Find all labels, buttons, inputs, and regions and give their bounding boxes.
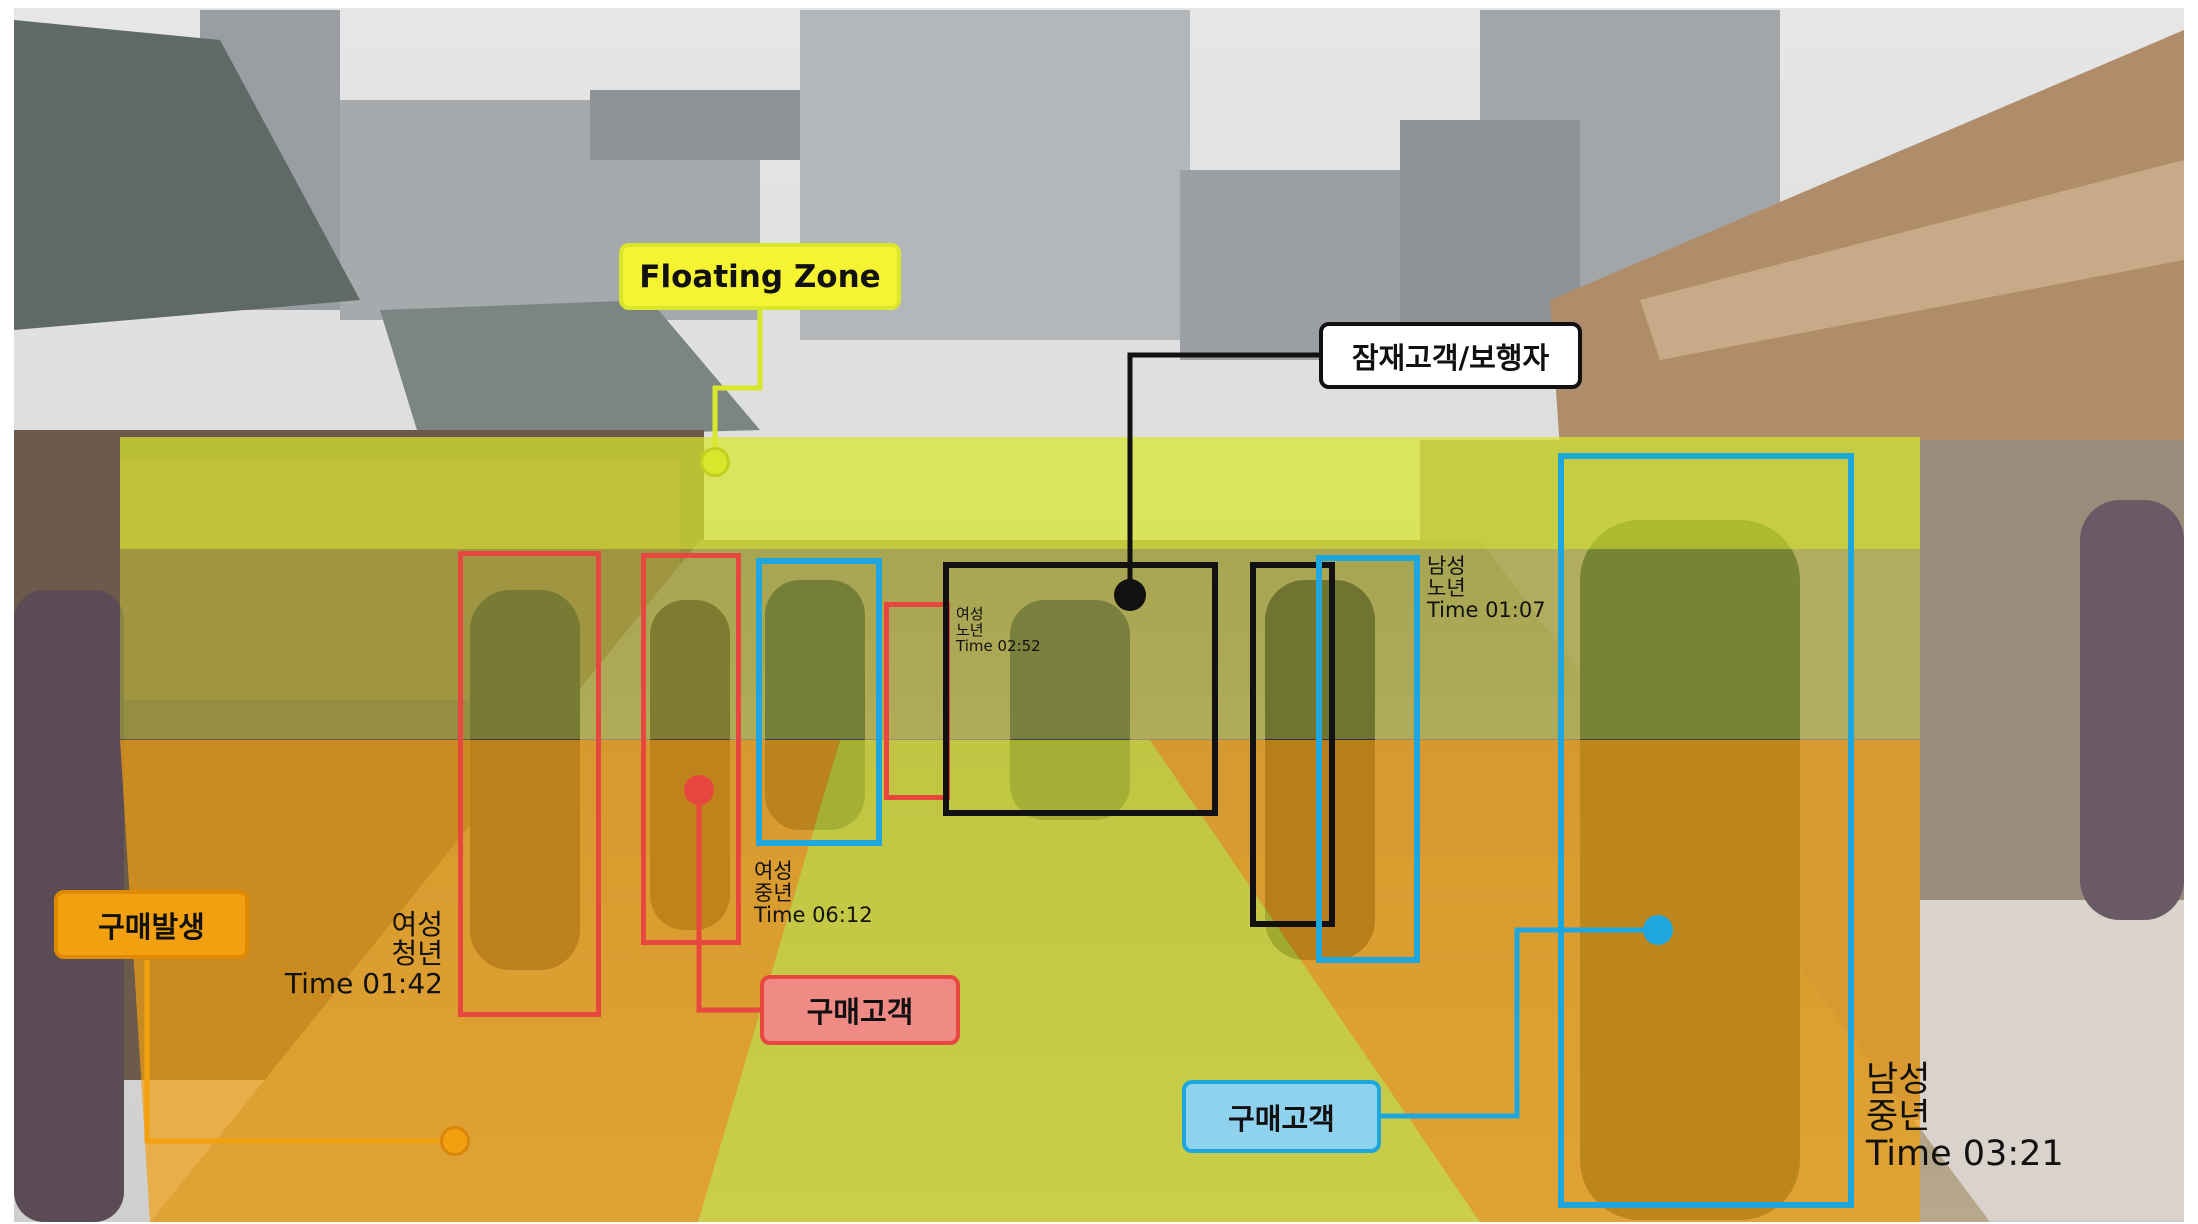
- buyer-blue-connector: [1381, 927, 1658, 1119]
- info-gender: 남성: [1427, 554, 1466, 578]
- info-man-senior: 남성 노년 Time 01:07: [1427, 555, 1546, 621]
- awning: [1640, 160, 2184, 360]
- info-age: 청년: [391, 937, 443, 971]
- detection-box-man-senior[interactable]: [1316, 555, 1420, 963]
- info-age: 중년: [1866, 1096, 1931, 1137]
- info-gender: 여성: [754, 859, 793, 883]
- buyer-blue-anchor-dot: [1643, 915, 1673, 945]
- info-time: Time 03:21: [1866, 1133, 2064, 1174]
- pedestrian-connector: [1127, 352, 1319, 595]
- kiosk-roof: [14, 20, 360, 330]
- detection-box-man-middle[interactable]: [1558, 453, 1854, 1208]
- detection-box-pedestrian-right[interactable]: [1250, 562, 1335, 927]
- info-woman-youth: 여성 청년 Time 01:42: [256, 908, 443, 1000]
- info-woman-senior: 여성 노년 Time 02:52: [956, 605, 1041, 655]
- info-man-middle: 남성 중년 Time 03:21: [1866, 1062, 2064, 1172]
- info-age: 노년: [956, 620, 984, 639]
- building: [1400, 120, 1580, 360]
- detection-box-woman-middle[interactable]: [641, 553, 741, 945]
- info-time: Time 01:07: [1427, 598, 1546, 623]
- purchase-event-connector: [144, 960, 455, 1144]
- detection-box-woman-youth[interactable]: [458, 551, 601, 1017]
- floating-zone-connector: [712, 310, 763, 462]
- building: [590, 90, 830, 160]
- stall-right-counter: [1920, 900, 2184, 1220]
- buyer-red-label[interactable]: 구매고객: [760, 975, 960, 1045]
- purchase-event-label[interactable]: 구매발생: [54, 890, 249, 959]
- info-woman-middle: 여성 중년 Time 06:12: [754, 860, 873, 926]
- person-silhouette: [2080, 500, 2184, 920]
- info-time: Time 06:12: [754, 903, 873, 928]
- info-age: 중년: [754, 881, 793, 906]
- info-gender: 여성: [956, 605, 984, 623]
- kiosk-roof: [380, 300, 760, 440]
- buyer-red-anchor-dot: [684, 775, 714, 805]
- detection-box-pedestrian-group[interactable]: [943, 562, 1218, 816]
- purchase-zone-right: [1150, 740, 1920, 1222]
- purchase-zone-left: [120, 740, 840, 1222]
- pedestrian-anchor-dot: [1114, 579, 1146, 611]
- info-gender: 여성: [391, 908, 443, 941]
- info-time: Time 02:52: [956, 636, 1041, 655]
- detection-box-blue-small[interactable]: [756, 558, 882, 846]
- purchase-event-anchor-dot: [440, 1126, 470, 1156]
- info-time: Time 01:42: [284, 966, 443, 1000]
- floating-zone-overlay-lower: [120, 549, 1920, 739]
- floating-zone-anchor-dot: [700, 447, 730, 477]
- pedestrian-label[interactable]: 잠재고객/보행자: [1319, 322, 1582, 389]
- floating-zone-label[interactable]: Floating Zone: [619, 243, 901, 310]
- info-gender: 남성: [1866, 1060, 1931, 1100]
- buyer-red-connector: [696, 790, 760, 1013]
- info-age: 노년: [1427, 576, 1466, 601]
- buyer-blue-label[interactable]: 구매고객: [1182, 1080, 1381, 1153]
